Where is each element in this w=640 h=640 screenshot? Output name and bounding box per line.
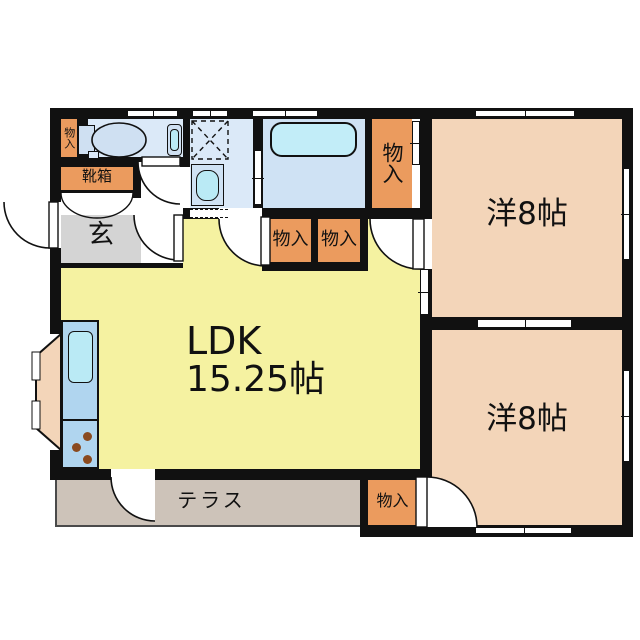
- storage-top-left: [61, 119, 77, 157]
- storage-hall-left: [270, 219, 311, 262]
- wall: [262, 208, 432, 219]
- shoe-box: [61, 167, 133, 190]
- kitchen-divider: [61, 419, 99, 421]
- kitchen-sink: [68, 331, 93, 383]
- wall: [50, 108, 61, 202]
- sliding-door: [252, 150, 264, 205]
- window: [475, 525, 572, 536]
- wall: [420, 119, 432, 219]
- room-label-western-bottom: 洋8帖: [486, 401, 568, 437]
- wash-basin-bowl: [196, 170, 219, 201]
- wall: [133, 157, 141, 198]
- label-storage-hall-left: 物入: [272, 229, 309, 250]
- threshold: [190, 209, 228, 218]
- bay-window: [31, 331, 62, 453]
- wall: [155, 469, 432, 480]
- door-panels: [48, 156, 428, 528]
- label-storage-hall-right: 物入: [321, 229, 357, 250]
- door-opening: [111, 469, 155, 480]
- stove-burner: [83, 432, 92, 441]
- closet-door: [410, 121, 422, 165]
- wall: [360, 477, 368, 527]
- room-label-ldk: LDK: [186, 319, 262, 363]
- wall: [50, 450, 61, 480]
- window: [252, 108, 318, 119]
- wall: [311, 219, 318, 262]
- shoe-box-doors: [60, 192, 134, 219]
- window: [621, 168, 632, 260]
- wall: [61, 263, 183, 268]
- stove-burner: [83, 455, 92, 464]
- window: [192, 108, 228, 119]
- washing-machine-pan: [191, 120, 229, 160]
- wall: [365, 119, 372, 208]
- bathtub: [270, 122, 357, 157]
- label-terrace: テラス: [177, 488, 246, 512]
- label-storage-top-left: 物入: [62, 127, 76, 149]
- wall: [50, 469, 111, 480]
- room-label-western-top: 洋8帖: [486, 196, 568, 232]
- room-label-ldk-size: 15.25帖: [186, 359, 326, 400]
- storage-top-center: [372, 119, 412, 208]
- wall: [262, 262, 368, 271]
- label-storage-top-center: 物入: [380, 142, 405, 184]
- wall: [61, 190, 133, 193]
- hand-sink-bowl: [170, 129, 179, 151]
- storage-terrace: [368, 480, 417, 525]
- room-western-top: [432, 119, 622, 317]
- window: [127, 108, 178, 119]
- sliding-door: [477, 317, 572, 330]
- wall: [183, 119, 190, 167]
- label-storage-terrace: 物入: [376, 491, 409, 510]
- wall: [50, 248, 61, 334]
- stove-burner: [72, 443, 81, 452]
- room-label-entrance: 玄: [87, 220, 114, 250]
- toilet-bowl: [91, 122, 147, 158]
- wall: [50, 108, 633, 119]
- window: [621, 370, 632, 462]
- wall: [360, 219, 368, 271]
- label-shoe-box: 靴箱: [81, 167, 112, 185]
- storage-hall-right: [318, 219, 360, 262]
- wall: [61, 157, 142, 167]
- entrance-area: [61, 215, 141, 263]
- door-swings: [3, 161, 478, 528]
- toilet-paper-holder: [88, 151, 99, 159]
- window: [475, 108, 575, 119]
